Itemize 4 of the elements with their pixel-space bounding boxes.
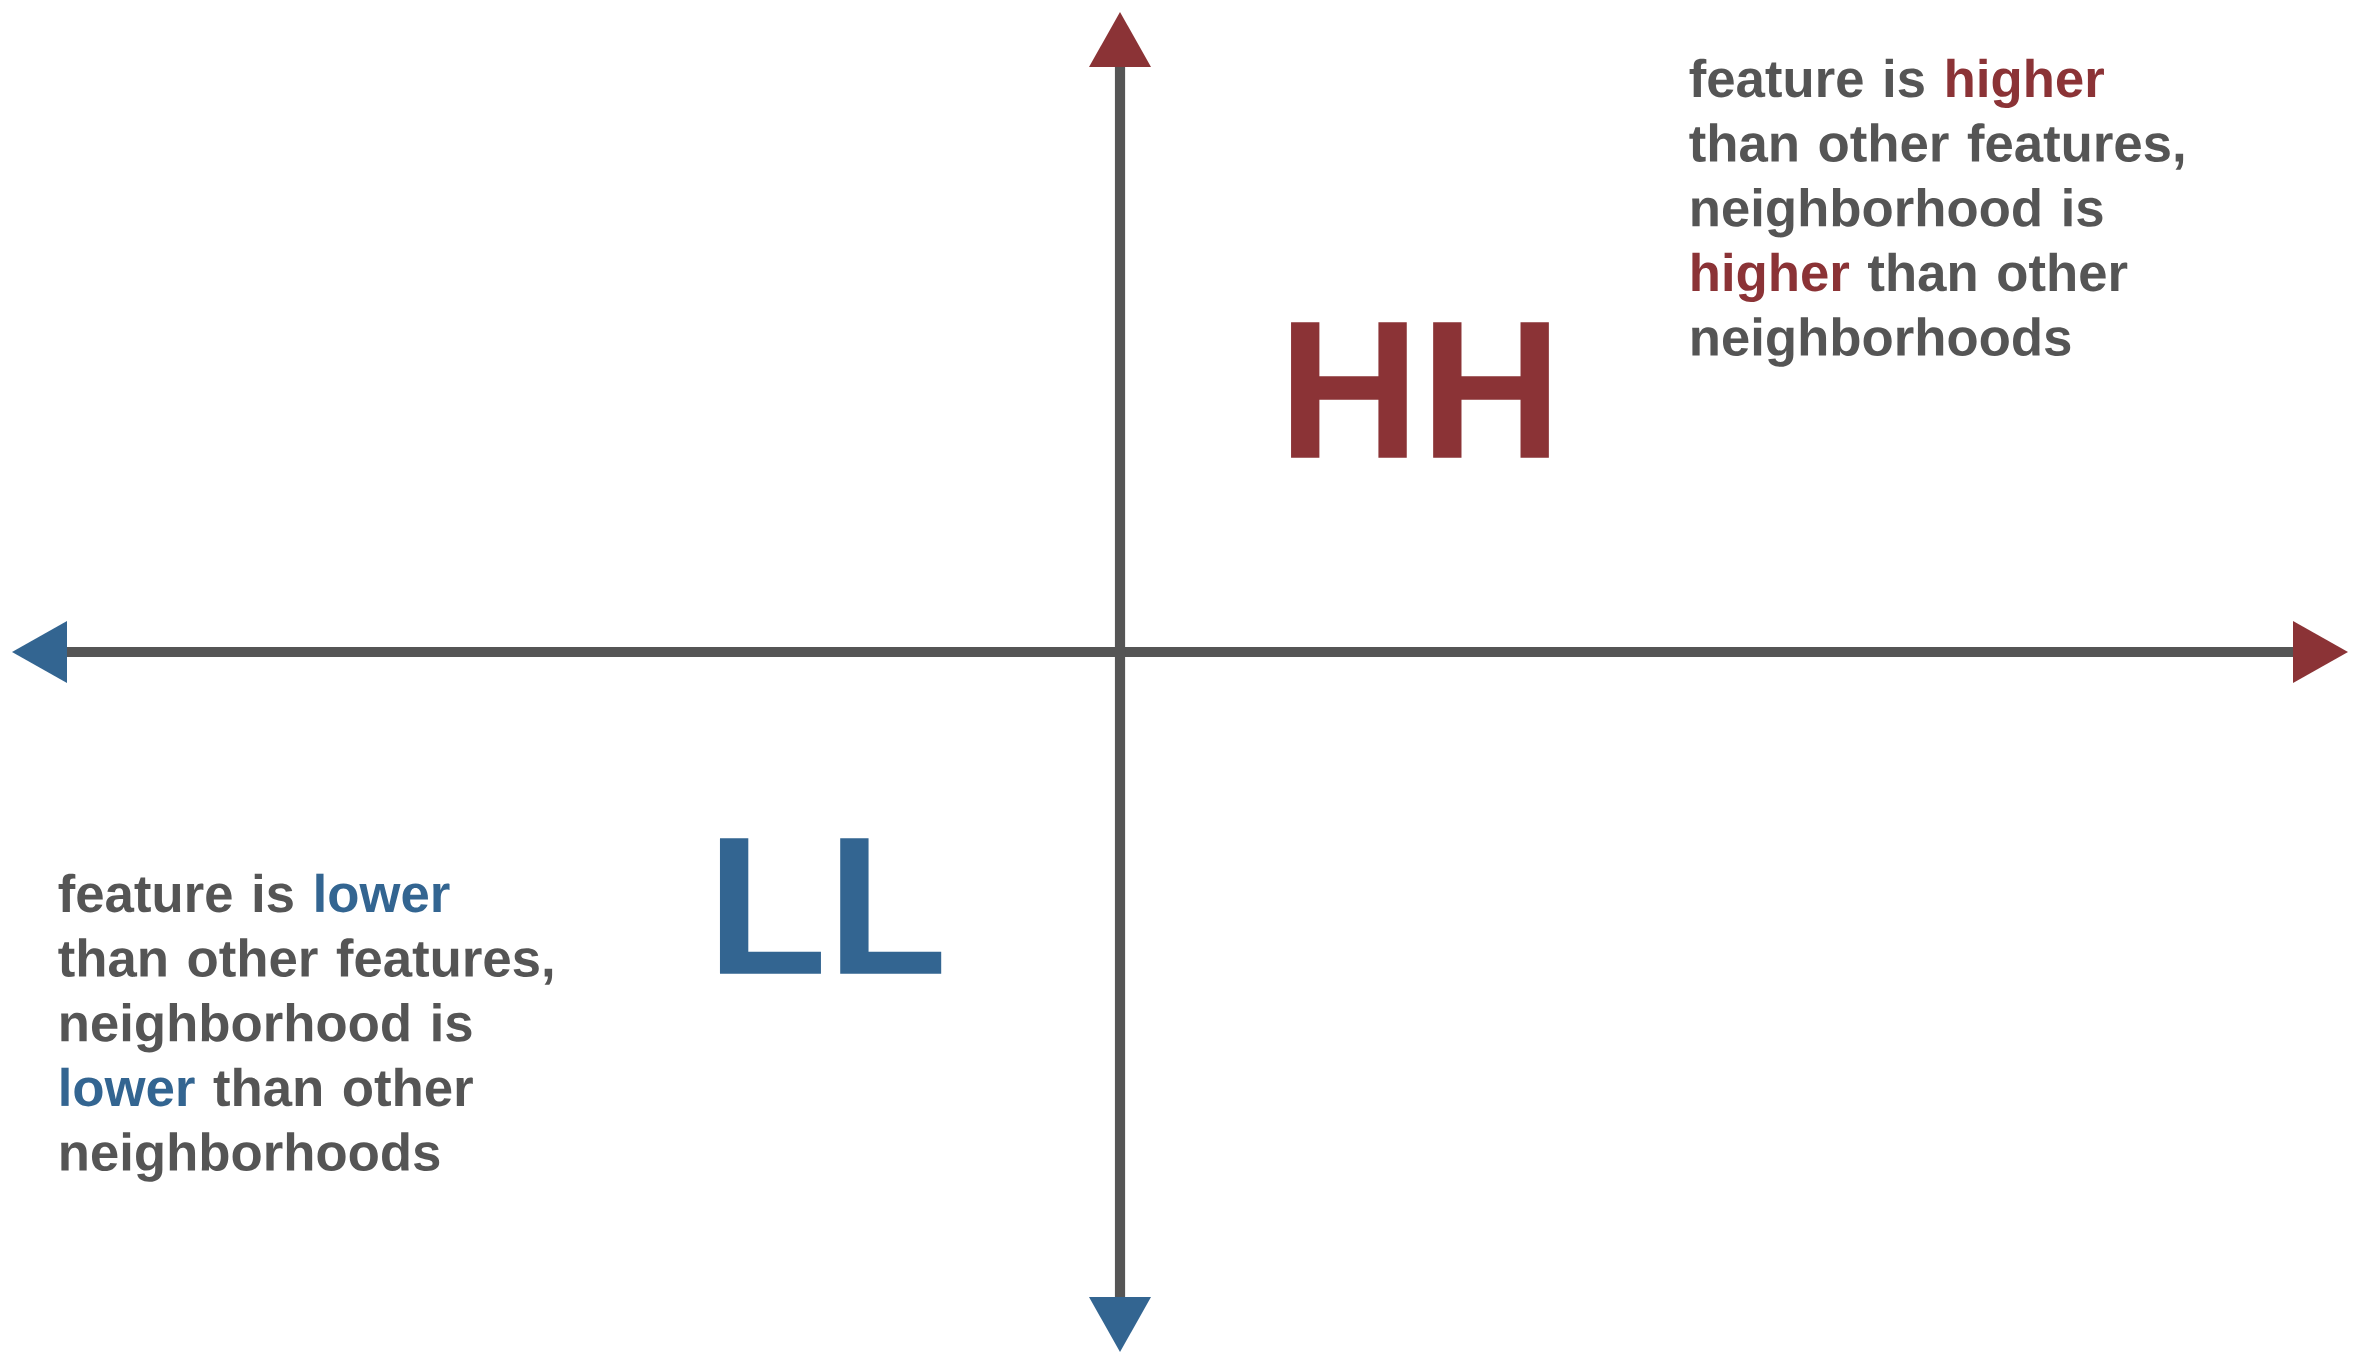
- quadrant-description: feature is higher than other features, neighborhood is higher than other neighborhoods: [1689, 58, 2184, 367]
- quadrant-label: LL: [719, 838, 942, 974]
- quadrant-label: HH: [1291, 322, 1549, 458]
- quadrant-description: feature is lower than other features, neighborhood is lower than other neighborhoods: [58, 873, 553, 1182]
